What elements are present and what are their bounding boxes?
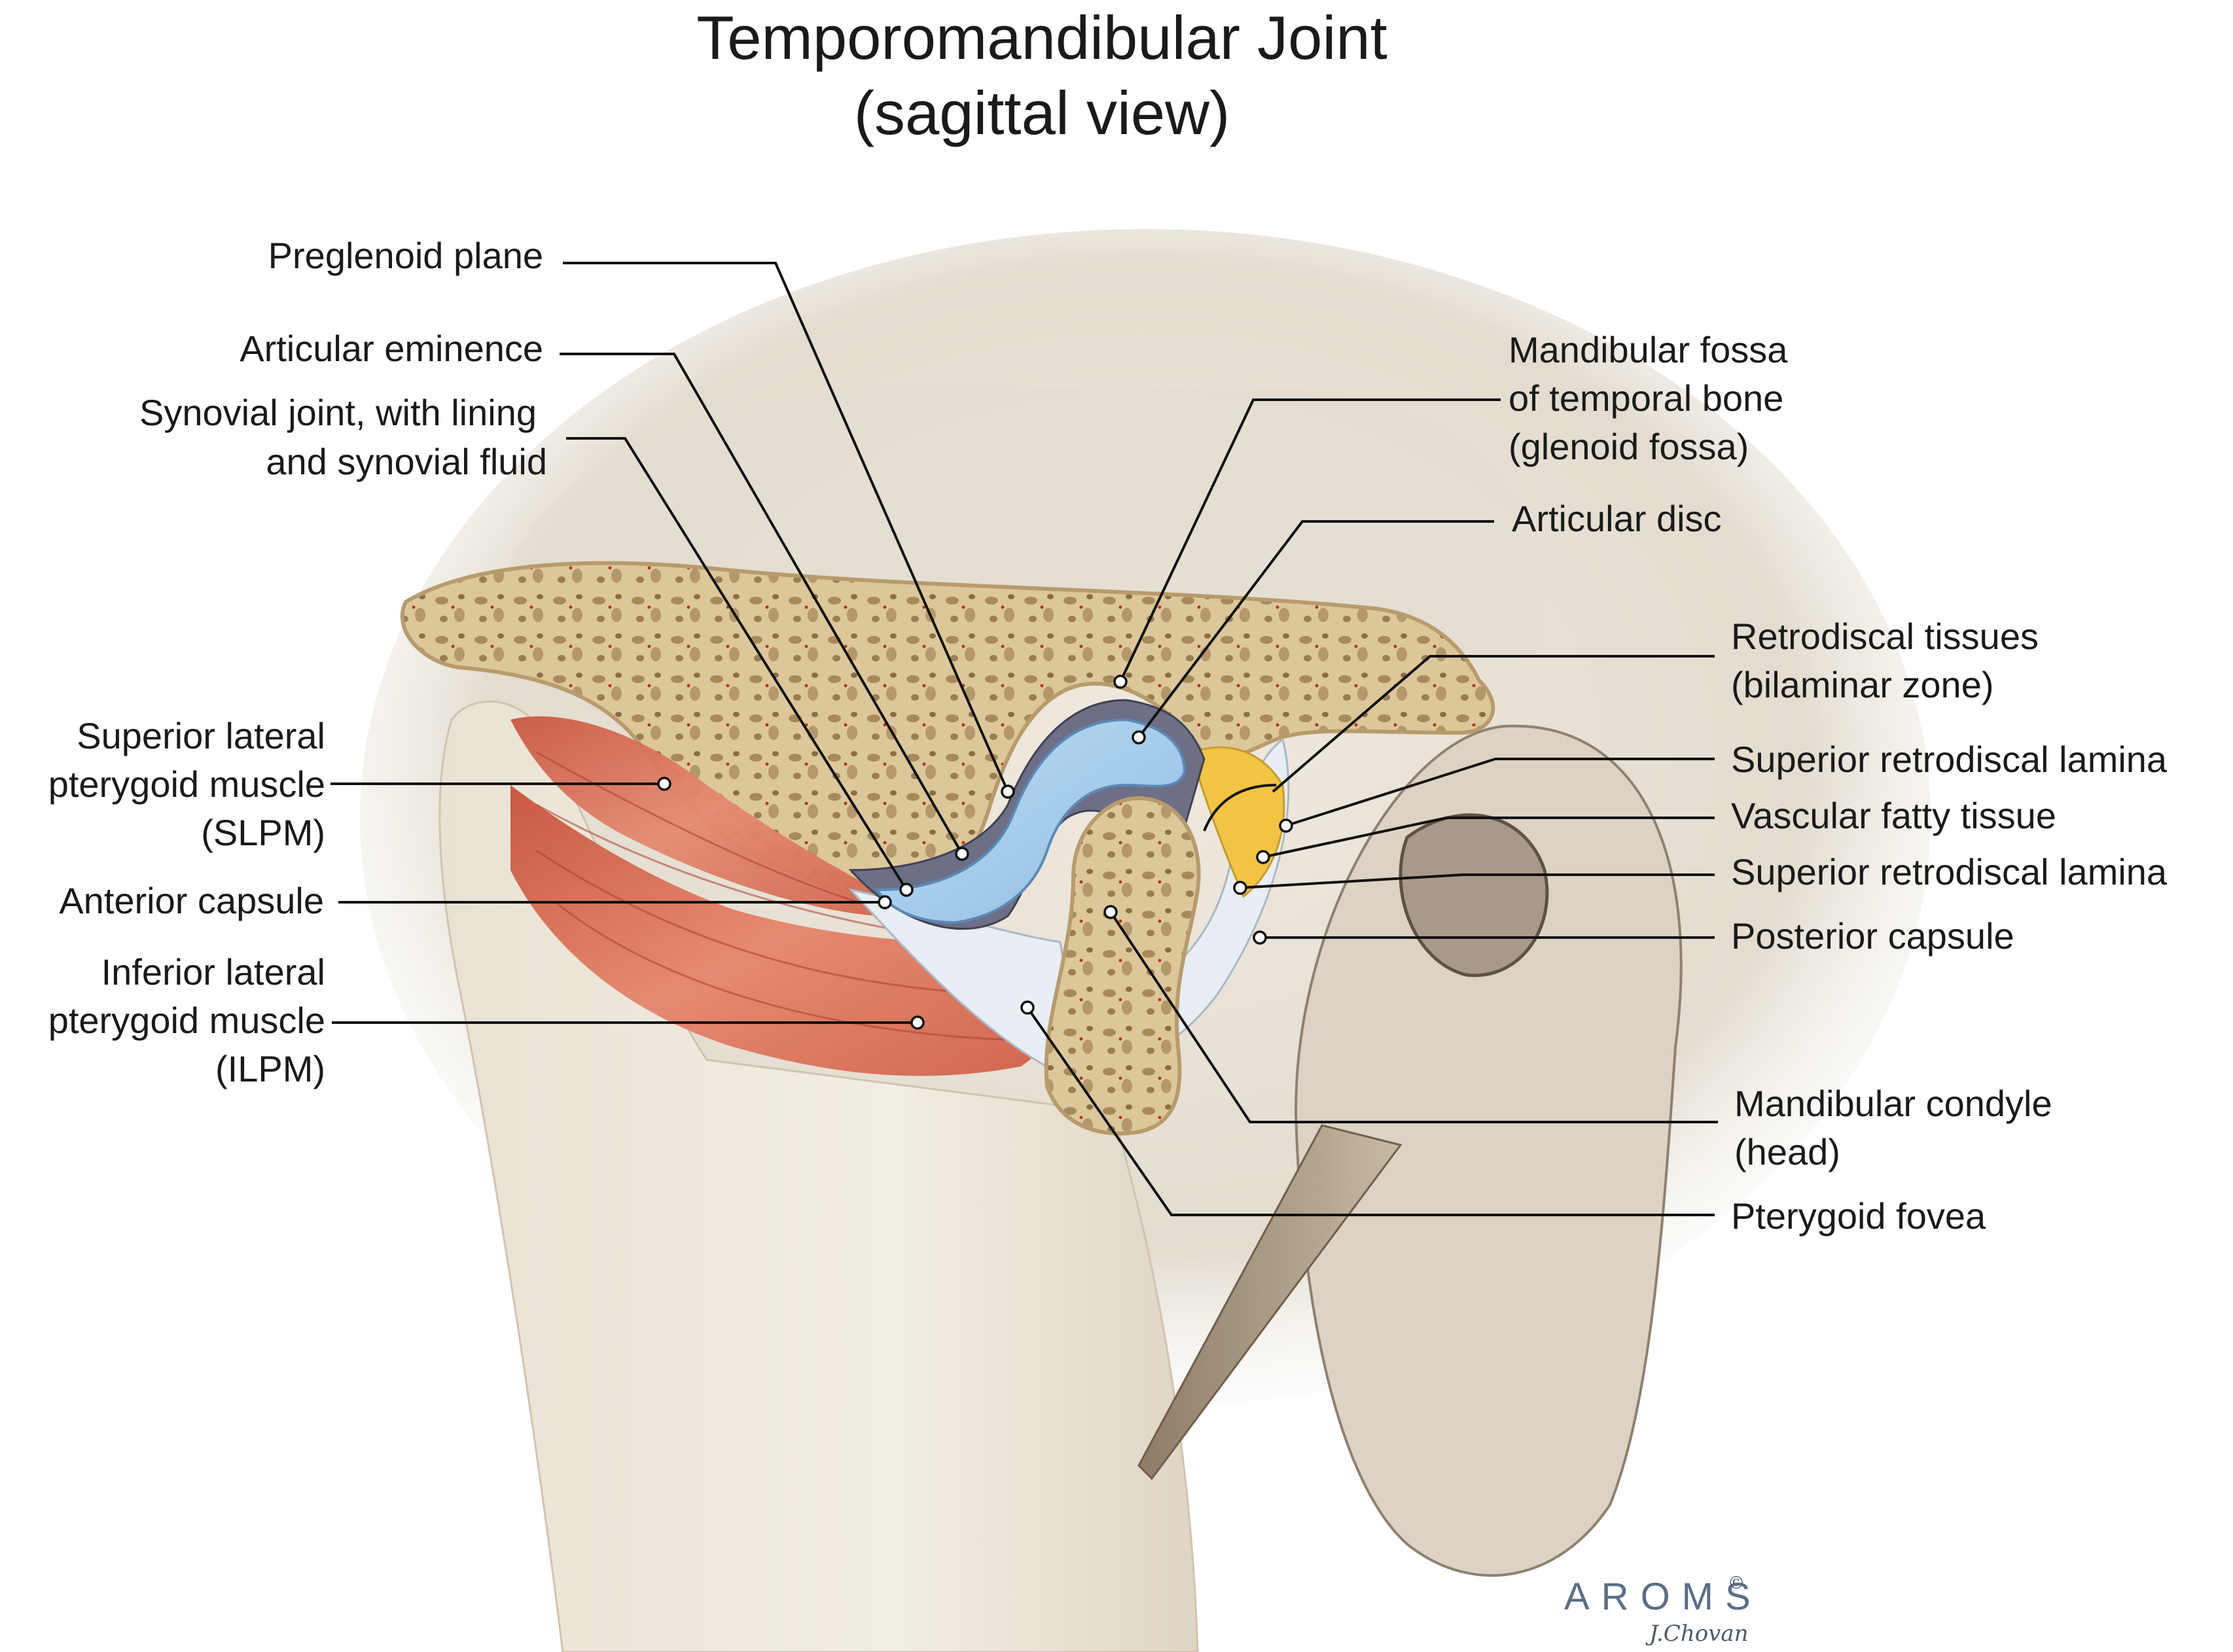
- label-preglenoid-plane: Preglenoid plane: [268, 235, 543, 276]
- label-ilpm-line-2: pterygoid muscle: [48, 1000, 325, 1041]
- label-ilpm-line-3: (ILPM): [215, 1048, 325, 1089]
- title-line-1: Temporomandibular Joint: [696, 3, 1387, 72]
- label-anterior-capsule: Anterior capsule: [59, 880, 324, 921]
- aroms-logo: AROMS © J.Chovan: [1564, 1573, 1762, 1647]
- label-posterior-capsule: Posterior capsule: [1731, 915, 2014, 957]
- label-mandibular-condyle-line-2: (head): [1734, 1131, 1840, 1172]
- leader-retrodiscal-tissues: [1272, 655, 1715, 793]
- label-slpm-line-3: (SLPM): [201, 812, 325, 853]
- leader-preglenoid-plane: [563, 262, 1009, 792]
- pointer-dots: [657, 675, 1293, 1030]
- logo-copyright: ©: [1728, 1573, 1745, 1593]
- leader-articular-disc: [1137, 520, 1494, 739]
- leader-vascular-fatty-tissue: [1262, 817, 1715, 858]
- dot-preglenoid-plane: [1001, 784, 1015, 799]
- leader-articular-eminence: [560, 353, 963, 854]
- leader-superior-retrodiscal-lamina-1: [1285, 758, 1715, 827]
- label-superior-retrodiscal-lamina-2: Superior retrodiscal lamina: [1731, 851, 2168, 892]
- dot-anterior-capsule: [878, 895, 892, 909]
- logo-wordmark: AROMS: [1564, 1575, 1762, 1618]
- dot-superior-retrodiscal-lamina-2: [1233, 881, 1247, 895]
- leader-lines: [330, 262, 1718, 1216]
- dot-ilpm-fovea: [1020, 1000, 1035, 1015]
- title-line-2: (sagittal view): [854, 79, 1230, 147]
- label-retrodiscal-line-1: Retrodiscal tissues: [1731, 616, 2039, 657]
- inferior-lateral-pterygoid-muscle: [510, 785, 1065, 1076]
- label-slpm-line-2: pterygoid muscle: [48, 764, 325, 805]
- leader-pterygoid-fovea: [1026, 1006, 1715, 1216]
- dot-posterior-capsule: [1253, 930, 1267, 945]
- dot-articular-eminence: [955, 847, 969, 861]
- label-articular-eminence: Articular eminence: [240, 328, 543, 369]
- label-mandibular-fossa-line-3: (glenoid fossa): [1509, 426, 1749, 467]
- label-articular-disc: Articular disc: [1512, 498, 1722, 539]
- label-synovial-joint-line-1: Synovial joint, with lining: [139, 392, 537, 433]
- label-retrodiscal-line-2: (bilaminar zone): [1731, 664, 1994, 705]
- leader-mandibular-condyle: [1109, 911, 1718, 1123]
- label-mandibular-fossa-line-2: of temporal bone: [1509, 378, 1783, 419]
- dot-synovial-joint: [899, 883, 914, 897]
- leader-synovial-joint: [566, 437, 908, 891]
- leader-superior-retrodiscal-lamina-2: [1240, 873, 1715, 889]
- label-mandibular-condyle-line-1: Mandibular condyle: [1734, 1083, 2052, 1124]
- articular-disc: [874, 718, 1187, 924]
- logo-signature: J.Chovan: [1645, 1621, 1749, 1647]
- label-ilpm-line-1: Inferior lateral: [101, 951, 325, 993]
- label-vascular-fatty-tissue: Vascular fatty tissue: [1731, 795, 2056, 836]
- dot-articular-disc: [1132, 730, 1146, 745]
- leader-mandibular-fossa: [1119, 398, 1501, 682]
- dot-vascular-fatty-tissue: [1256, 850, 1270, 864]
- superior-lateral-pterygoid-muscle: [510, 716, 890, 916]
- dot-ilpm: [910, 1015, 925, 1030]
- label-synovial-joint-line-2: and synovial fluid: [266, 441, 547, 482]
- dot-mandibular-condyle: [1103, 905, 1118, 919]
- label-mandibular-fossa-line-1: Mandibular fossa: [1509, 329, 1788, 370]
- dot-slpm: [657, 777, 671, 791]
- label-pterygoid-fovea: Pterygoid fovea: [1731, 1195, 1986, 1237]
- dot-mandibular-fossa: [1113, 675, 1128, 689]
- dot-superior-retrodiscal-lamina-1: [1279, 818, 1293, 833]
- label-superior-retrodiscal-lamina-1: Superior retrodiscal lamina: [1731, 739, 2168, 780]
- mandibular-condyle: [1044, 796, 1201, 1136]
- label-slpm-line-1: Superior lateral: [77, 715, 325, 756]
- retrodiscal-bracket: [1203, 784, 1277, 832]
